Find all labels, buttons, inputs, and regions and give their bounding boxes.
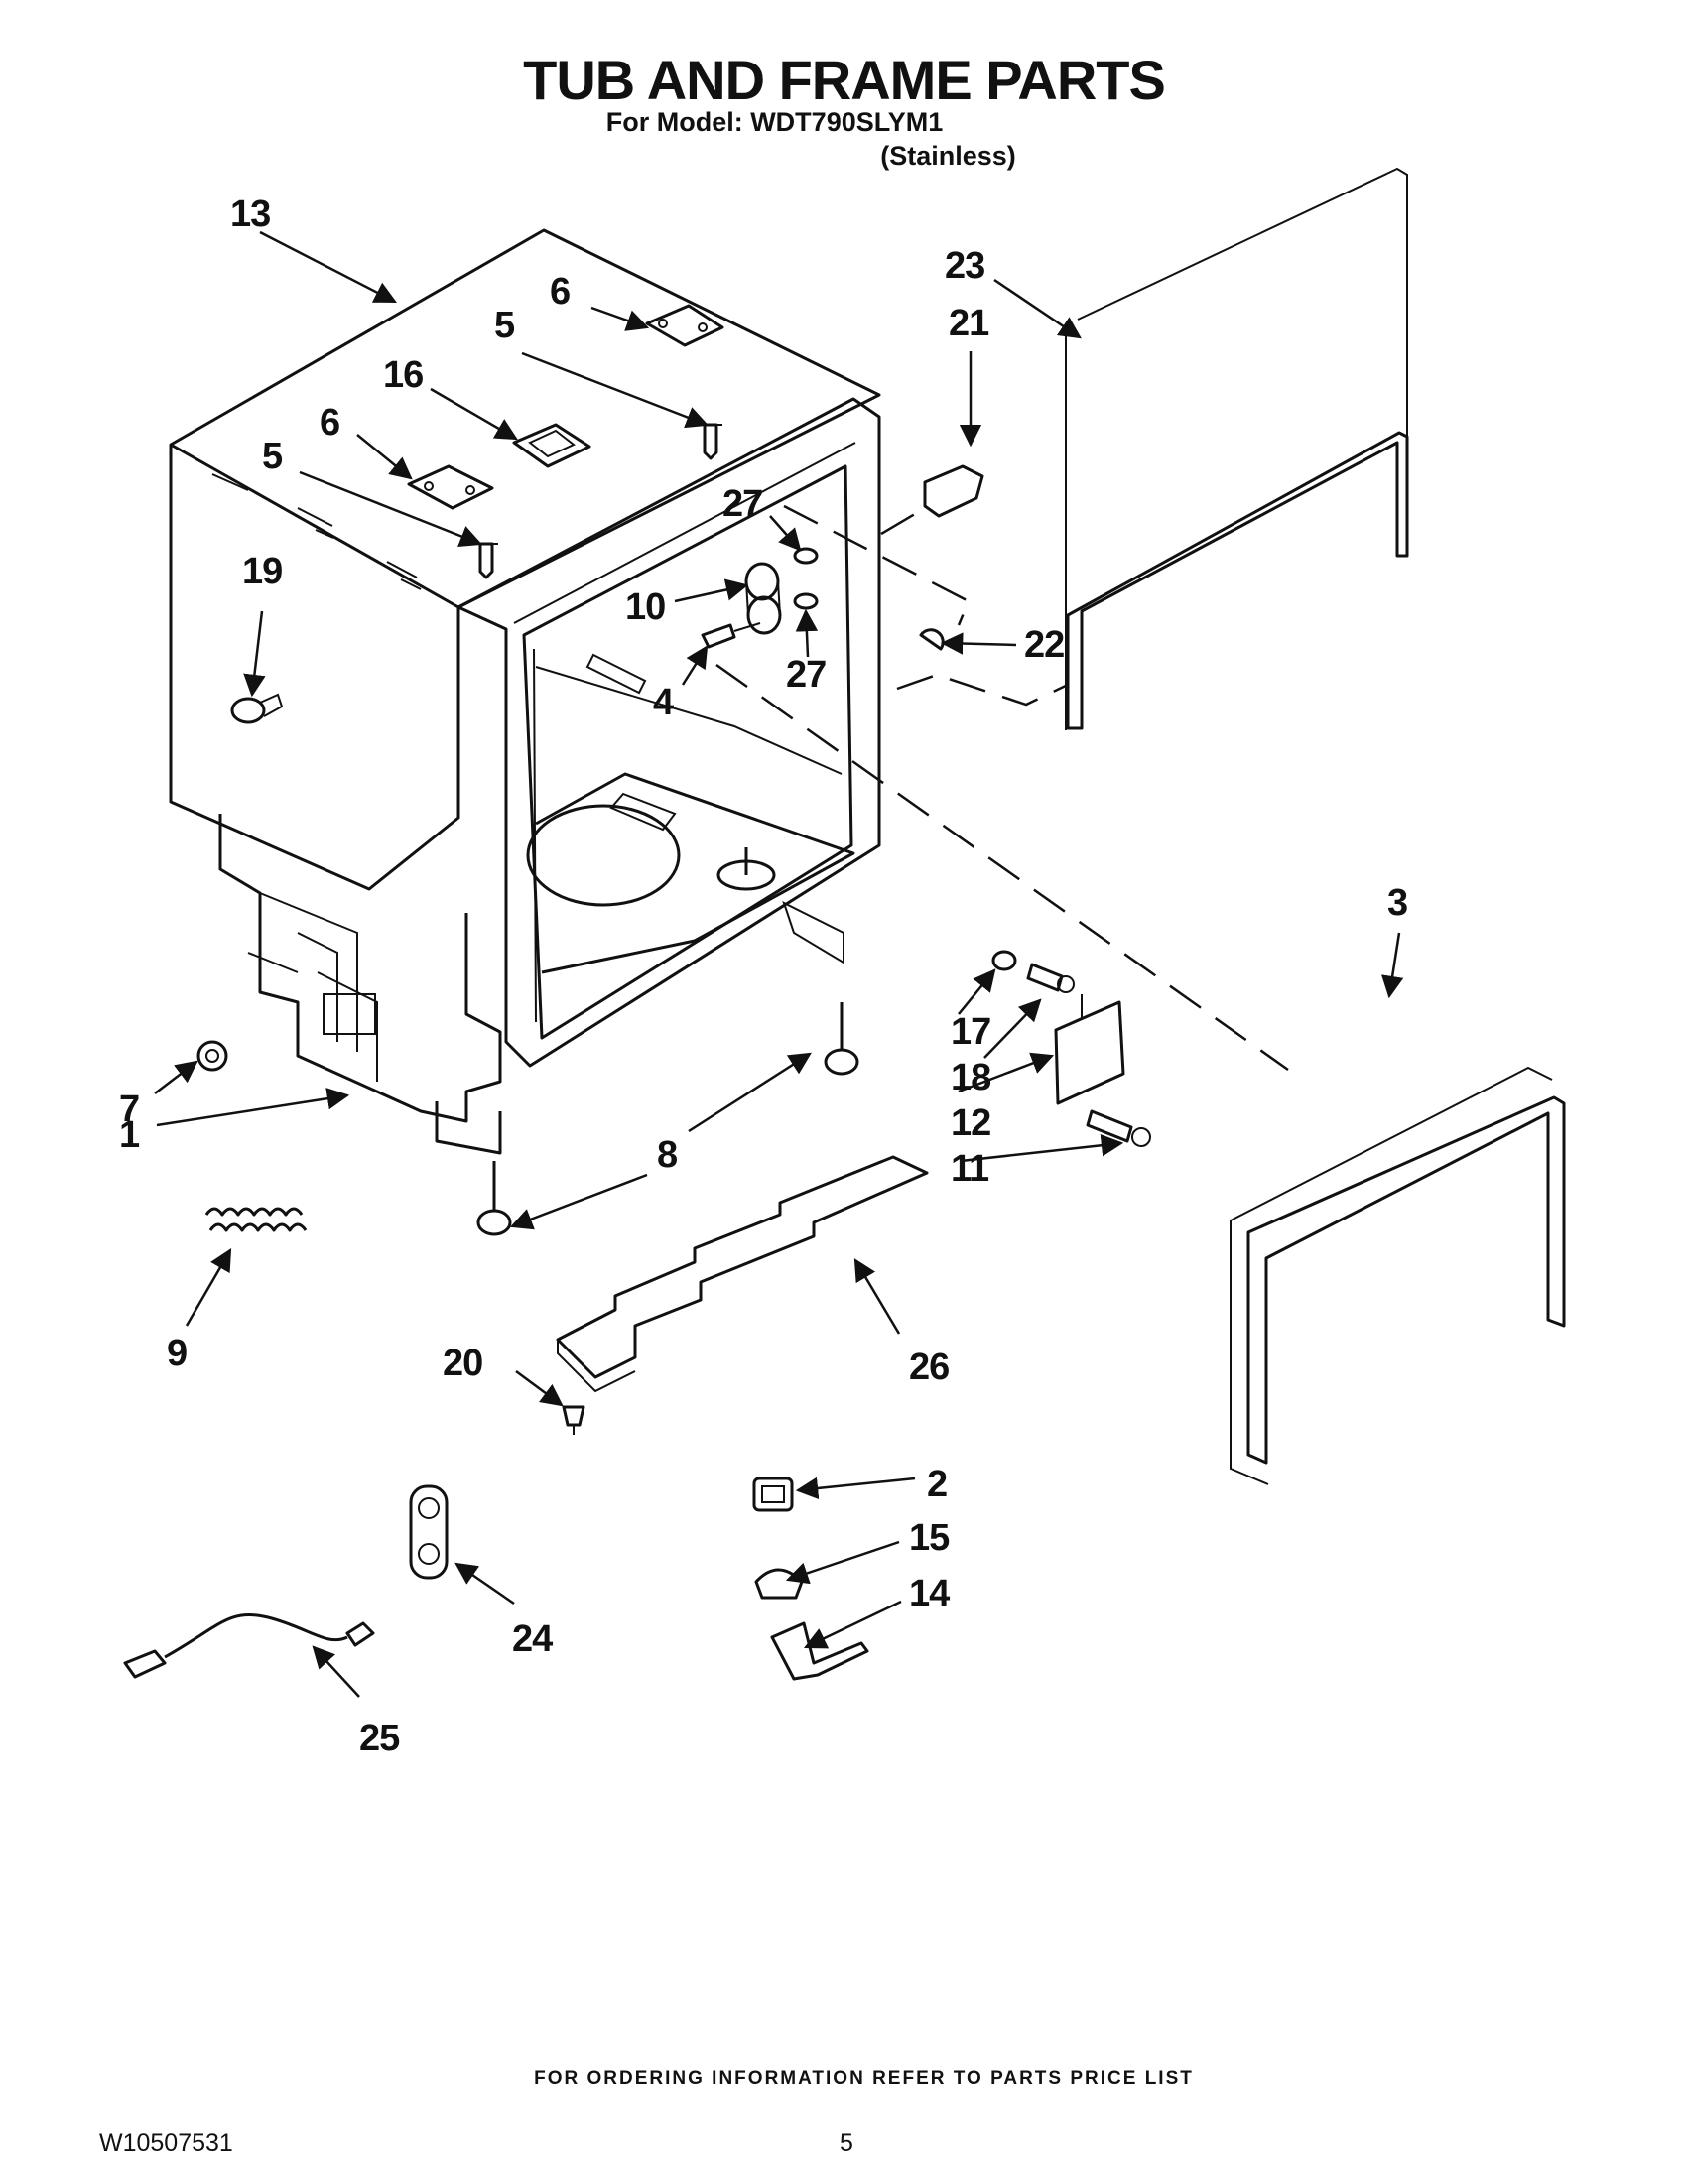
top-bracket	[512, 423, 591, 468]
callout-18: 18	[951, 1057, 990, 1098]
callout-1: 1	[119, 1114, 140, 1156]
spring-9	[204, 1207, 308, 1232]
bracket-12	[1054, 994, 1125, 1105]
callout-5: 5	[262, 436, 283, 477]
screw-left	[474, 542, 498, 579]
callout-2: 2	[927, 1464, 947, 1505]
washer-27-top	[793, 547, 819, 565]
hinge-bracket-left	[407, 464, 494, 510]
callout-16: 16	[383, 354, 423, 396]
callout-27: 27	[786, 654, 826, 696]
callout-4: 4	[653, 682, 674, 723]
float-15	[754, 1568, 804, 1600]
door-gasket-23	[1065, 167, 1409, 730]
callout-12: 12	[951, 1102, 990, 1144]
callout-14: 14	[909, 1573, 950, 1614]
toe-panel-26	[556, 1155, 929, 1393]
screw-20	[562, 1405, 585, 1435]
callout-27: 27	[722, 483, 762, 525]
callout-15: 15	[909, 1517, 950, 1559]
plug-19	[230, 693, 284, 724]
callout-9: 9	[167, 1333, 187, 1374]
callout-5: 5	[494, 305, 515, 346]
callout-7: 7	[119, 1089, 139, 1130]
foot-7	[196, 1040, 228, 1072]
callout-13: 13	[230, 193, 270, 235]
bumper-21	[923, 464, 984, 518]
bolt-4	[701, 622, 761, 649]
callout-3: 3	[1387, 882, 1407, 924]
hinge-10	[744, 562, 782, 635]
callout-8: 8	[657, 1134, 677, 1176]
model-line: For Model: WDT790SLYM1	[605, 107, 944, 137]
leveling-leg-right	[824, 1002, 859, 1076]
callout-25: 25	[359, 1718, 400, 1759]
document-number: W10507531	[99, 2129, 233, 2157]
page-title: TUB AND FRAME PARTS	[523, 49, 1166, 111]
callout-21: 21	[949, 303, 989, 344]
callout-23: 23	[945, 245, 984, 287]
callout-11: 11	[951, 1148, 989, 1190]
callout-19: 19	[242, 551, 282, 592]
washer-17	[991, 950, 1017, 971]
plug-22	[919, 628, 945, 651]
leveling-leg-left	[476, 1161, 512, 1236]
tub-assembly	[169, 228, 881, 1155]
float-bracket-14	[770, 1621, 869, 1681]
callout-20: 20	[443, 1343, 482, 1384]
callout-22: 22	[1024, 624, 1064, 666]
washer-27-bottom	[793, 592, 819, 610]
page-number: 5	[840, 2129, 853, 2157]
ground-wire-25	[123, 1612, 375, 1679]
finish-label: (Stainless)	[880, 141, 1016, 171]
ordering-note: FOR ORDERING INFORMATION REFER TO PARTS …	[534, 2068, 1194, 2089]
grommet-24	[409, 1484, 449, 1580]
assembly-line-gasket	[715, 663, 1289, 1072]
callout-24: 24	[512, 1618, 553, 1660]
clip-2	[752, 1477, 794, 1512]
door-gasket-3	[1230, 1066, 1566, 1485]
assembly-line-hinge	[783, 504, 971, 626]
callout-6: 6	[320, 402, 339, 444]
callout-17: 17	[951, 1011, 990, 1053]
assembly-line-bumper	[880, 506, 926, 536]
assembly-line-plug	[896, 673, 1069, 707]
callout-26: 26	[909, 1347, 949, 1388]
callout-6: 6	[550, 271, 570, 313]
screw-11	[1086, 1109, 1151, 1147]
screw-18	[1026, 963, 1075, 993]
screw-right	[699, 423, 722, 460]
hinge-bracket-right	[645, 304, 724, 347]
callout-10: 10	[625, 586, 665, 628]
